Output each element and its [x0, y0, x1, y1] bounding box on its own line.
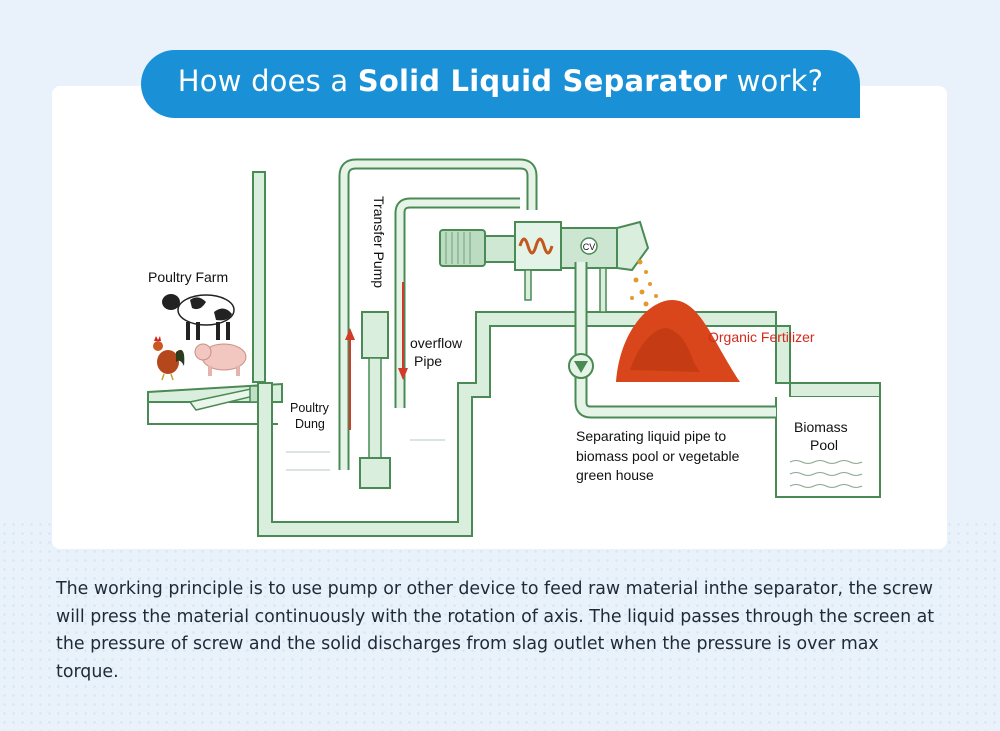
cow-icon: [162, 294, 235, 340]
title-emphasis: Solid Liquid Separator: [357, 64, 728, 98]
label-separating-3: green house: [576, 467, 654, 483]
title-prefix: How does a: [177, 64, 358, 98]
pump-motor: [361, 311, 389, 359]
separator-leg-right: [599, 267, 607, 313]
flow-arrow-up: [345, 328, 355, 430]
biomass-pool-tank: [775, 397, 881, 498]
cv-badge-icon: [580, 237, 598, 255]
pump-head: [359, 457, 391, 489]
label-organic-fertilizer: Organic Fertilizer: [708, 329, 815, 345]
fertilizer-pile-shade: [630, 328, 700, 372]
biomass-pool-waves: [789, 460, 863, 488]
pit-water-lines: [286, 439, 445, 471]
rooster-icon: [153, 336, 185, 381]
description-text: The working principle is to use pump or …: [56, 579, 935, 682]
overflow-pipe: [396, 199, 520, 408]
separator-machine: CV: [439, 220, 650, 313]
separator-screw-housing: [514, 221, 562, 271]
label-poultry: Poultry: [290, 401, 330, 415]
label-pipe: Pipe: [414, 353, 442, 369]
liquid-pipe-valve-icon: [568, 353, 594, 379]
liquid-pipe: [576, 262, 776, 417]
flow-arrow-down: [398, 282, 408, 380]
label-dung: Dung: [295, 417, 325, 431]
slag-outlet: [616, 220, 650, 272]
pig-icon: [194, 343, 247, 376]
page-title: How does a Solid Liquid Separator work?: [141, 64, 860, 98]
cv-badge-text: CV: [583, 242, 596, 252]
separator-diagram: CV Poul: [147, 158, 881, 537]
separator-leg-left: [524, 269, 532, 301]
title-suffix: work?: [727, 64, 824, 98]
screw-icon: [518, 237, 554, 255]
label-separating-2: biomass pool or vegetable: [576, 448, 740, 464]
label-overflow: overflow: [410, 335, 463, 351]
label-poultry-farm: Poultry Farm: [148, 269, 228, 285]
label-pool: Pool: [810, 437, 838, 453]
separator-motor: [439, 229, 486, 267]
label-transfer-pump: Transfer Pump: [371, 196, 387, 288]
fertilizer-particles: [630, 259, 658, 307]
dot-pattern-background: [0, 520, 1000, 731]
transfer-pipe: [340, 160, 536, 470]
farm-floor-edge: [147, 402, 278, 425]
label-biomass: Biomass: [794, 419, 848, 435]
farm-wall: [252, 171, 266, 383]
label-separating-1: Separating liquid pipe to: [576, 428, 726, 444]
pump-shaft: [368, 357, 382, 459]
title-banner: How does a Solid Liquid Separator work?: [141, 50, 860, 118]
separator-gearbox: [484, 235, 516, 263]
